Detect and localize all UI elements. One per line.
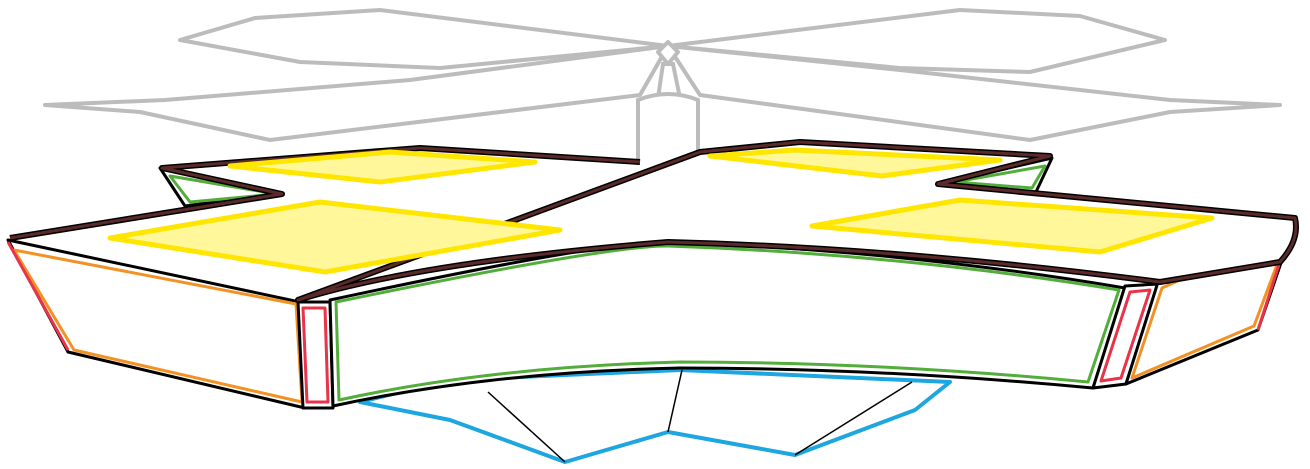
landing-pad-front-left bbox=[107, 199, 563, 275]
rotor-blade-back-left bbox=[178, 8, 670, 70]
landing-pad-back-left bbox=[227, 149, 538, 185]
rotor-blade-front-left bbox=[43, 44, 670, 142]
underside-rib-center bbox=[667, 369, 683, 433]
underside bbox=[358, 368, 952, 464]
top-outline-inner bbox=[9, 140, 1298, 302]
rotor-assembly bbox=[43, 8, 1282, 142]
rotor-hub bbox=[656, 40, 680, 66]
underside-rib-right bbox=[794, 381, 913, 456]
top-surface bbox=[9, 139, 1299, 303]
landing-pad-front-right bbox=[809, 197, 1215, 255]
landing-pad-back-right bbox=[707, 147, 1003, 179]
underside-rib-left bbox=[487, 391, 566, 463]
underside-panel bbox=[358, 368, 952, 464]
rotor-blade-front-right bbox=[666, 44, 1282, 142]
